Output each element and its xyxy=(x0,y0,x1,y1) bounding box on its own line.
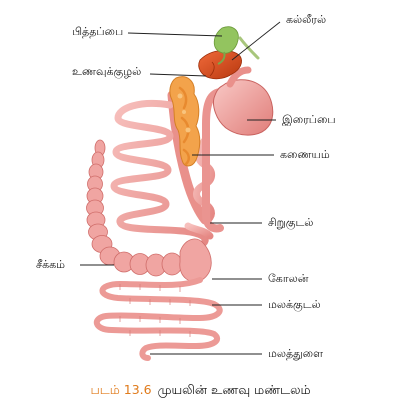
duodenum xyxy=(202,88,226,233)
figure-number: படம் 13.6 xyxy=(90,382,152,397)
rectum xyxy=(94,277,223,361)
caecum xyxy=(86,139,183,277)
label-esophagus: உணவுக்குழல் xyxy=(72,65,142,78)
label-rectum: மலக்குடல் xyxy=(268,298,321,311)
label-stomach: இரைப்பை xyxy=(282,113,336,126)
figure-title: முயலின் உணவு மண்டலம் xyxy=(157,382,311,397)
label-anus: மலத்துளை xyxy=(268,347,324,360)
label-colon: கோலன் xyxy=(268,272,309,285)
pancreas xyxy=(169,76,201,167)
label-liver: கல்லீரல் xyxy=(286,13,327,26)
gall-bladder xyxy=(213,26,239,54)
label-pancreas: கணையம் xyxy=(280,148,330,161)
label-small-intestine: சிறுகுடல் xyxy=(268,216,314,229)
leader-lines xyxy=(80,21,281,355)
small-intestine xyxy=(110,100,216,250)
label-gall-bladder: பித்தப்பை xyxy=(72,25,124,38)
colon xyxy=(179,238,212,283)
digestive-system-diagram xyxy=(80,21,281,361)
figure-caption: படம் 13.6 முயலின் உணவு மண்டலம் xyxy=(0,382,401,399)
stomach xyxy=(213,79,274,136)
label-caecum: சீக்கம் xyxy=(36,258,66,271)
